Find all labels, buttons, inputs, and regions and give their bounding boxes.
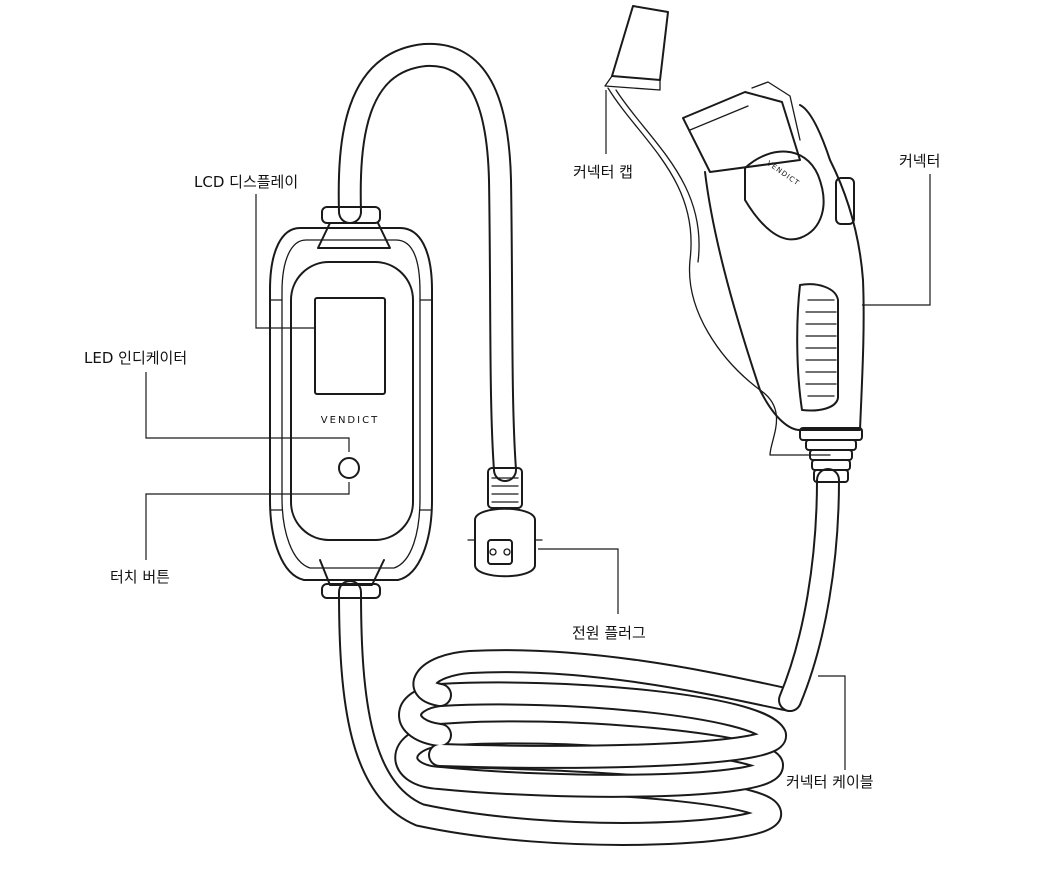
connector-brand-logo: VENDICT <box>765 159 801 187</box>
power-plug <box>467 467 543 578</box>
leader-led <box>145 372 350 452</box>
label-connector-cable: 커넥터 케이블 <box>786 773 874 791</box>
label-connector-cap: 커넥터 캡 <box>573 163 633 181</box>
leader-cable <box>818 675 846 770</box>
labels: LCD 디스플레이 LED 인디케이터 터치 버튼 커넥터 캡 커넥터 전원 플… <box>84 152 940 791</box>
touch-button-icon <box>338 457 360 479</box>
power-cable <box>337 42 517 482</box>
label-power-plug: 전원 플러그 <box>572 624 646 642</box>
control-box: VENDICT <box>269 206 433 599</box>
leader-touch <box>145 482 350 560</box>
leader-lines <box>145 90 931 770</box>
cables <box>337 42 840 846</box>
lcd-screen <box>314 297 386 395</box>
leader-lcd <box>255 194 315 329</box>
connector: VENDICT <box>682 81 865 483</box>
connector-cap <box>604 5 831 456</box>
label-connector: 커넥터 <box>899 152 940 170</box>
label-lcd-display: LCD 디스플레이 <box>194 173 298 191</box>
label-led-indicator: LED 인디케이터 <box>84 349 187 367</box>
leader-plug <box>538 548 619 614</box>
label-touch-button: 터치 버튼 <box>110 568 170 586</box>
leader-connector <box>862 174 931 306</box>
connector-cable <box>338 468 840 846</box>
brand-logo: VENDICT <box>321 415 379 426</box>
